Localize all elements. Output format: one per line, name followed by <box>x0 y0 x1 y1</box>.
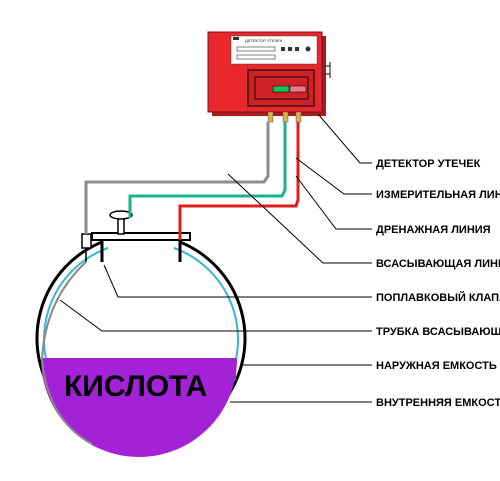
device-small-indicator <box>281 47 285 51</box>
callout-leak-detector: ДЕТЕКТОР УТЕЧЕК <box>376 158 481 170</box>
device-red-indicator <box>289 85 307 93</box>
callout-outer-vessel: НАРУЖНАЯ ЕМКОСТЬ <box>376 360 497 372</box>
tank-top-cap <box>109 210 133 220</box>
tank-flange <box>91 232 191 241</box>
callout-drain-line: ДРЕНАЖНАЯ ЛИНИЯ <box>376 224 491 236</box>
callout-measuring-line: ИЗМЕРИТЕЛЬНАЯ ЛИНИЯ <box>376 189 500 201</box>
device-label-bar <box>236 54 276 60</box>
fitting-drain <box>295 111 302 123</box>
device-small-indicator <box>288 47 292 51</box>
device-panel-text: ДЕТЕКТОР УТЕЧЕК <box>245 38 283 43</box>
leader-measuring-line <box>295 157 372 195</box>
acid-fill-upper <box>42 358 236 415</box>
leader-suction-line <box>227 173 372 264</box>
device-display-frame <box>254 76 309 100</box>
tank: КИСЛОТА <box>35 210 247 457</box>
leader-lines <box>59 113 372 403</box>
float-valve <box>81 233 92 249</box>
drain-line <box>178 122 300 240</box>
suction-line <box>84 122 270 234</box>
measuring-line <box>128 122 287 218</box>
device-small-indicator <box>295 47 299 51</box>
fitting-suction <box>267 111 274 123</box>
device-side-connector <box>322 62 331 78</box>
device-label-panel <box>230 35 318 65</box>
callout-float-valve: ПОПЛАВКОВЫЙ КЛАПАН <box>376 291 500 304</box>
device-label-bar <box>236 46 276 52</box>
leak-detector-device: ДЕТЕКТОР УТЕЧЕК <box>207 31 331 123</box>
leader-float-valve <box>103 264 372 298</box>
device-reset-button <box>305 46 311 52</box>
callout-suction-tube: ТРУБКА ВСАСЫВАЮЩАЯ <box>376 326 500 338</box>
callout-suction-line: ВСАСЫВАЮЩАЯ ЛИНИЯ <box>376 258 500 270</box>
fitting-measuring <box>282 111 289 123</box>
leader-leak-detector <box>317 113 372 164</box>
leader-suction-tube <box>59 299 372 332</box>
device-corner-mark <box>233 37 239 40</box>
inner-suction-tube <box>40 261 93 445</box>
pipes <box>84 122 300 240</box>
acid-label: КИСЛОТА <box>64 370 207 403</box>
callout-inner-vessel: ВНУТРЕННЯЯ ЕМКОСТЬ <box>376 397 500 409</box>
device-green-indicator <box>272 85 290 93</box>
leader-drain-line <box>295 175 372 230</box>
tank-top-stem <box>117 217 125 235</box>
callout-labels: ДЕТЕКТОР УТЕЧЕК ИЗМЕРИТЕЛЬНАЯ ЛИНИЯ ДРЕН… <box>376 158 500 409</box>
